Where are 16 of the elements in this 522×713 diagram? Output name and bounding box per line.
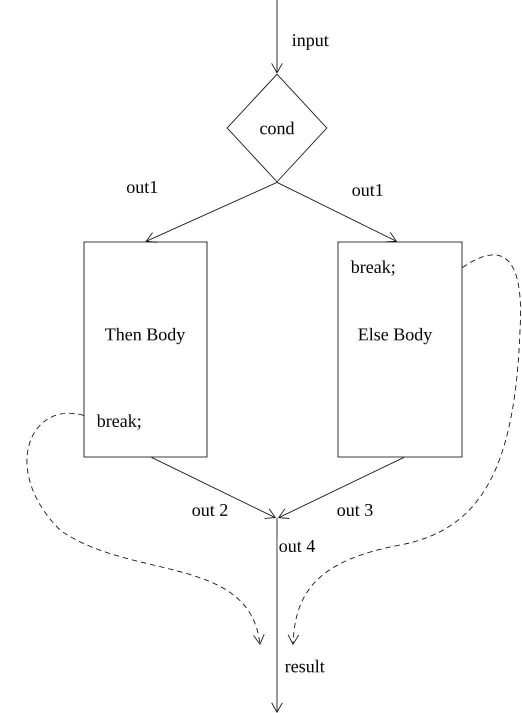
dashed-arrow (26, 412, 265, 645)
output-label: out 4 (277, 538, 317, 554)
arrow (151, 457, 276, 519)
process-box: break; Else Body (338, 242, 462, 458)
arrow (271, 0, 283, 74)
output-label: result (285, 660, 325, 672)
edge-label: out 3 (335, 502, 375, 518)
arrow (278, 457, 404, 519)
edge-label: out1 (124, 180, 160, 194)
edge-label: input (290, 32, 330, 52)
arrow (146, 182, 278, 243)
edge-label: out 2 (190, 502, 230, 518)
edge-label: out1 (350, 182, 386, 198)
process-box: Then Body break; (84, 242, 208, 458)
arrow (276, 182, 397, 242)
dashed-arrow (288, 254, 521, 645)
